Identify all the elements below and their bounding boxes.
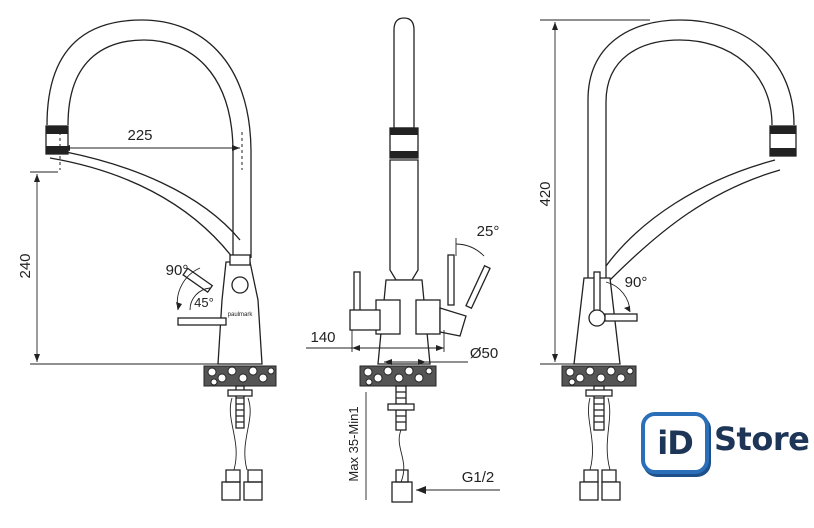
- side-right-lever: [447, 254, 455, 306]
- rear-view: 420 90°: [537, 19, 797, 501]
- front-view: 225 240 paulmark 90° 45°: [17, 19, 277, 501]
- rear-fitting-right: [601, 481, 621, 501]
- side-left-cap: [349, 309, 381, 331]
- reach-label: 225: [127, 127, 152, 144]
- side-nut: [387, 403, 415, 411]
- front-nut: [227, 389, 253, 397]
- angle-25-label: 25°: [477, 223, 500, 240]
- store-logo-badge: iD: [641, 412, 709, 474]
- rear-hub: [588, 309, 606, 327]
- total-height-label: 420: [537, 181, 554, 206]
- side-tube: [389, 159, 419, 281]
- side-view: 25° 140 Ø50 Max 35-Min1 G1/2: [306, 17, 500, 503]
- front-sleeve-band-top: [46, 126, 68, 134]
- side-right-lever-tilted: [465, 264, 491, 310]
- front-hose-inner: [65, 151, 241, 241]
- front-spout-inner: [67, 39, 234, 258]
- rear-hose-inner: [609, 169, 781, 281]
- front-hose-ends: [225, 469, 263, 483]
- height-label: 240: [17, 253, 34, 278]
- angle-25-arc: [455, 243, 485, 257]
- rear-hoses: [588, 397, 611, 471]
- angle-45-label: 45°: [194, 295, 214, 310]
- front-stone-pattern: [207, 366, 275, 386]
- rear-spout-inner: [605, 39, 773, 278]
- front-collar: [229, 254, 251, 266]
- side-spout-top: [393, 17, 415, 129]
- side-hose-lower: [398, 429, 405, 483]
- front-spout-outer: [46, 19, 252, 258]
- side-sleeve-band-bottom: [390, 151, 418, 158]
- front-hoses: [229, 397, 251, 471]
- logo-id-text: iD: [657, 424, 694, 462]
- counter-label: Max 35-Min1: [346, 406, 361, 481]
- rear-angle-label: 90°: [625, 274, 648, 291]
- rear-sleeve-band-bottom: [770, 148, 796, 156]
- side-right-block: [415, 299, 441, 335]
- side-right-knob: [439, 307, 467, 337]
- angle-90-arrow: [176, 302, 182, 310]
- logo-store-text: Store: [714, 420, 810, 458]
- rear-lever-side: [604, 313, 638, 322]
- rear-fitting-left: [579, 481, 599, 501]
- rear-stud: [593, 385, 605, 431]
- thread-label: G1/2: [462, 469, 495, 486]
- front-fitting-right: [243, 481, 263, 501]
- front-fitting-left: [221, 481, 241, 501]
- rear-hose-outer: [605, 159, 776, 267]
- side-fitting: [391, 481, 413, 503]
- front-stud: [235, 385, 245, 429]
- side-hose-end: [395, 469, 409, 483]
- front-sleeve-band-bottom: [46, 146, 68, 154]
- rear-nut: [585, 389, 613, 397]
- rear-spout-outer: [587, 19, 795, 278]
- thread-arrow-head: [416, 486, 426, 494]
- rear-stone-pattern: [565, 366, 634, 386]
- side-stone-pattern: [363, 366, 433, 386]
- rear-hose-ends: [583, 469, 617, 483]
- rear-angle-arrow: [624, 306, 630, 312]
- diameter-label: Ø50: [470, 345, 498, 362]
- angle-90-label: 90°: [166, 262, 189, 279]
- body-brand-text: paulmark: [228, 312, 254, 318]
- side-sleeve-band-top: [390, 128, 418, 135]
- front-hose-outer: [49, 157, 237, 263]
- front-lever-hub: [231, 276, 249, 294]
- front-lever-down: [177, 317, 227, 326]
- offset-label: 140: [310, 329, 335, 346]
- rear-sleeve-band-top: [770, 126, 796, 134]
- angle-45-arc: [189, 287, 211, 311]
